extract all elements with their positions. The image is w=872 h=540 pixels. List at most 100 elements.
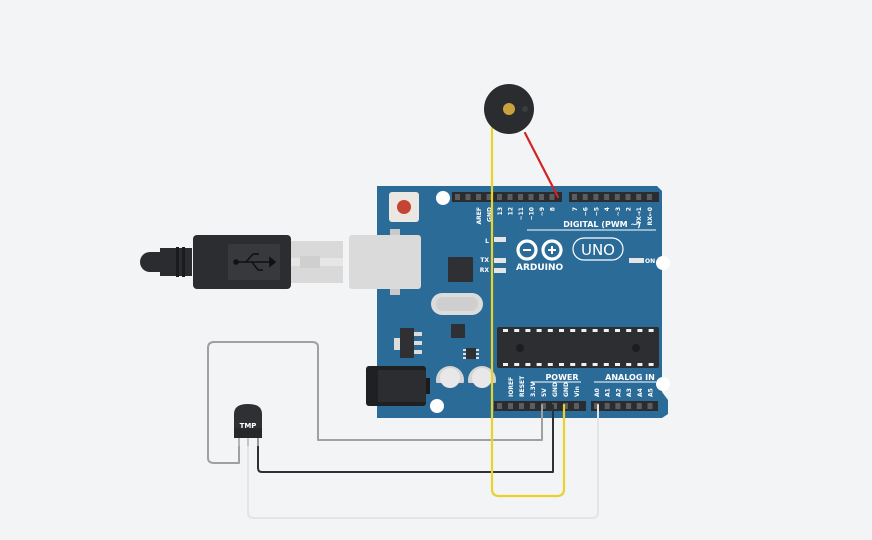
digital-header-hole[interactable] bbox=[476, 194, 481, 200]
on-label: ON bbox=[645, 258, 655, 265]
digital-header-hole[interactable] bbox=[497, 194, 502, 200]
usb-chip bbox=[448, 257, 473, 282]
wire-buzzer-gnd[interactable] bbox=[490, 117, 566, 498]
digital-header-hole[interactable] bbox=[614, 194, 620, 200]
digital-pin-label: GND bbox=[487, 207, 494, 222]
digital-header-hole[interactable] bbox=[646, 194, 652, 200]
analog-header-hole[interactable] bbox=[626, 403, 632, 409]
power-header-hole[interactable] bbox=[574, 403, 579, 409]
power-header-hole[interactable] bbox=[541, 403, 546, 409]
wire-buzzer-pin8[interactable] bbox=[523, 131, 560, 199]
analog-header-hole[interactable] bbox=[615, 403, 621, 409]
chip-pin bbox=[648, 329, 654, 332]
chip-pin bbox=[592, 329, 598, 332]
usb-cable[interactable] bbox=[140, 235, 343, 289]
chip-pin bbox=[637, 329, 643, 332]
reset-button[interactable] bbox=[389, 192, 419, 222]
digital-pin-label: 8 bbox=[550, 207, 557, 211]
power-header-hole[interactable] bbox=[508, 403, 513, 409]
digital-header-hole[interactable] bbox=[625, 194, 631, 200]
power-header-hole[interactable] bbox=[530, 403, 535, 409]
power-header-label: POWER bbox=[545, 373, 578, 382]
led-rx-label: RX bbox=[480, 267, 490, 274]
digital-header-hole[interactable] bbox=[539, 194, 544, 200]
wire-gnd[interactable] bbox=[257, 404, 554, 473]
digital-header-hole[interactable] bbox=[528, 194, 534, 200]
voltage-regulator bbox=[394, 328, 422, 358]
digital-pin-label: 4 bbox=[604, 207, 611, 211]
digital-pin-label: ~9 bbox=[539, 207, 546, 216]
analog-pin-label: A4 bbox=[637, 388, 644, 397]
analog-header-hole[interactable] bbox=[647, 403, 653, 409]
digital-pin-label: 13 bbox=[497, 207, 504, 215]
capacitor-2 bbox=[468, 366, 496, 394]
digital-header-label: DIGITAL (PWM ~) bbox=[563, 220, 641, 229]
power-pin-label: Vin bbox=[574, 386, 581, 397]
wire-5v[interactable] bbox=[207, 341, 543, 464]
digital-pin-label: ~5 bbox=[593, 207, 600, 216]
chip-pin bbox=[536, 363, 542, 366]
uno-text: UNO bbox=[581, 241, 615, 259]
digital-header-hole[interactable] bbox=[636, 194, 642, 200]
chip-pin bbox=[503, 329, 508, 332]
chip-pin bbox=[615, 329, 620, 332]
smd-component bbox=[463, 348, 479, 359]
digital-header-hole[interactable] bbox=[486, 194, 492, 200]
chip-pin bbox=[581, 329, 587, 332]
analog-header-label: ANALOG IN bbox=[605, 373, 655, 382]
digital-header-hole[interactable] bbox=[572, 194, 577, 200]
usb-b-port bbox=[349, 235, 421, 289]
analog-pin-label: A3 bbox=[626, 388, 633, 397]
digital-pin-label: RX←0 bbox=[647, 207, 654, 225]
chip-pin bbox=[637, 363, 643, 366]
chip-pin bbox=[603, 329, 609, 332]
chip-pin bbox=[615, 363, 620, 366]
digital-header-hole[interactable] bbox=[604, 194, 610, 200]
chip-pin bbox=[514, 329, 520, 332]
power-header-hole[interactable] bbox=[563, 403, 568, 409]
chip-pin bbox=[648, 363, 654, 366]
power-pin-label: GND bbox=[563, 382, 570, 397]
analog-header-hole[interactable] bbox=[594, 403, 599, 409]
digital-header-hole[interactable] bbox=[518, 194, 523, 200]
digital-header-hole[interactable] bbox=[582, 194, 588, 200]
power-header-hole[interactable] bbox=[497, 403, 502, 409]
digital-header-hole[interactable] bbox=[455, 194, 460, 200]
tmp-label: TMP bbox=[240, 422, 257, 430]
arduino-brand-text: ARDUINO bbox=[516, 263, 564, 273]
chip-pin bbox=[536, 329, 542, 332]
digital-pin-label: ~3 bbox=[615, 207, 622, 216]
tmp36-sensor[interactable]: TMP bbox=[234, 404, 262, 446]
capacitor-1 bbox=[436, 366, 464, 394]
power-header-hole[interactable] bbox=[552, 403, 557, 409]
digital-header bbox=[452, 192, 659, 202]
power-led: ON bbox=[629, 258, 655, 265]
analog-header-hole[interactable] bbox=[636, 403, 642, 409]
chip-pin bbox=[559, 363, 564, 366]
chip-pin bbox=[603, 363, 609, 366]
atmega-microcontroller bbox=[497, 327, 659, 368]
analog-pin-label: A0 bbox=[594, 388, 601, 397]
digital-pin-label: 12 bbox=[508, 207, 515, 215]
digital-pin-label: 7 bbox=[572, 207, 579, 211]
digital-header-hole[interactable] bbox=[507, 194, 513, 200]
wire-a0[interactable] bbox=[247, 404, 599, 519]
digital-header-hole[interactable] bbox=[593, 194, 599, 200]
digital-header-hole[interactable] bbox=[465, 194, 471, 200]
digital-pin-label: TX→1 bbox=[636, 207, 643, 225]
digital-pin-label: ~6 bbox=[583, 207, 590, 216]
analog-header bbox=[591, 401, 658, 411]
chip-pin bbox=[626, 363, 632, 366]
digital-header-hole[interactable] bbox=[549, 194, 555, 200]
power-pin-label: RESET bbox=[519, 375, 526, 397]
chip-pin bbox=[570, 363, 576, 366]
chip-pin bbox=[570, 329, 576, 332]
chip-pin bbox=[514, 363, 520, 366]
arduino-uno-board[interactable]: L TX RX ON ARDUINO UNO bbox=[349, 186, 670, 418]
power-header-hole[interactable] bbox=[519, 403, 524, 409]
power-header bbox=[494, 401, 586, 411]
analog-header-hole[interactable] bbox=[604, 403, 610, 409]
piezo-buzzer[interactable] bbox=[484, 84, 534, 134]
led-tx-label: TX bbox=[480, 257, 489, 264]
